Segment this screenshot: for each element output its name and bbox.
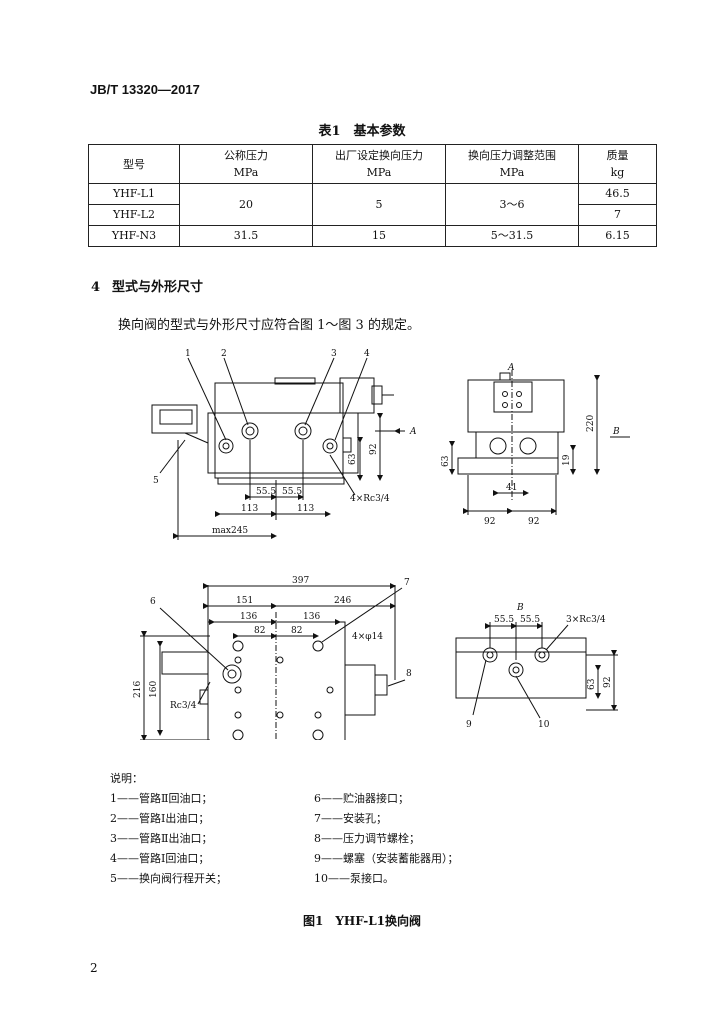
front-view [151,357,405,540]
cell-setting: 15 [312,225,446,247]
view-label-a: A [507,363,515,373]
dim-plan-port: Rc3/4 [170,701,197,711]
legend-item: 3——管路Ⅱ出油口； [110,832,213,845]
callout-8: 8 [406,669,412,679]
document-header: JB/T 13320—2017 [90,82,200,97]
section-title: 型式与外形尺寸 [112,280,204,295]
figure-caption: 图1 YHF-L1换向阀 [302,914,421,928]
dim-bview-a: 55.5 [494,615,514,625]
view-b [455,622,618,719]
valve-technical-drawing: 1 2 3 4 5 6 7 8 9 10 A B A B 55.5 55.5 1… [133,349,630,740]
dim-side-h3: 19 [562,454,572,466]
dim-front-ports: 4×Rc3/4 [350,494,390,504]
callout-7: 7 [404,578,410,588]
legend-item: 9——螺塞（安装蓄能器用）； [314,852,459,865]
cell-model: YHF-L1 [88,183,180,205]
page-number: 2 [90,961,98,975]
view-arrow-b: B [612,427,620,437]
dim-plan-h1: 216 [133,681,143,698]
legend-item: 7——安装孔； [314,812,387,825]
callout-9: 9 [466,720,472,730]
callout-5: 5 [153,476,159,486]
dim-side-h: 220 [586,415,596,432]
view-label-b: B [516,603,524,613]
legend-item: 8——压力调节螺栓； [314,832,420,845]
section-body: 换向阀的型式与外形尺寸应符合图 1～图 3 的规定。 [118,318,420,333]
legend-item: 2——管路Ⅰ出油口； [110,812,210,825]
cell-mass: 7 [578,204,657,226]
dim-front-h1: 63 [348,453,358,465]
dim-plan-total: 397 [292,576,309,586]
table-row: YHF-L1 20 5 3～6 46.5 [88,183,657,226]
dim-front-max: max245 [212,526,248,536]
dim-front-d3: 113 [241,504,258,514]
dim-plan-h2: 160 [149,681,159,698]
dim-plan-e: 82 [254,626,265,636]
cell-model: YHF-N3 [88,225,180,247]
dim-front-d2: 55.5 [282,487,302,497]
header-model: 型号 [88,144,180,184]
table-row: YHF-N3 31.5 15 5～31.5 6.15 [88,225,657,247]
dim-bview-b: 55.5 [520,615,540,625]
dim-side-w3: 92 [528,517,539,527]
cell-range: 5～31.5 [445,225,579,247]
legend-item: 5——换向阀行程开关； [110,872,227,885]
dim-plan-holes: 4×φ14 [352,632,383,642]
dim-side-w2: 92 [484,517,495,527]
callout-4: 4 [364,349,370,359]
legend-item: 4——管路Ⅰ回油口； [110,852,210,865]
dim-plan-b: 246 [334,596,351,606]
dim-plan-d: 136 [303,612,320,622]
cell-mass: 6.15 [578,225,657,247]
dim-side-w1: 41 [506,483,517,493]
side-view-a [449,370,630,515]
dim-plan-f: 82 [291,626,302,636]
cell-pressure: 20 [179,183,313,226]
callout-1: 1 [185,349,191,359]
legend-item: 1——管路Ⅱ回油口； [110,792,213,805]
legend-item: 6——贮油器接口； [314,792,409,805]
dim-front-h2: 92 [369,444,379,455]
dim-front-d4: 113 [297,504,314,514]
legend-item: 10——泵接口。 [314,872,394,885]
callout-2: 2 [221,349,227,359]
section-number: 4 [91,280,101,295]
callout-10: 10 [538,720,550,730]
dim-bview-h2: 92 [603,677,613,688]
callout-6: 6 [150,597,156,607]
dim-side-h2: 63 [441,455,451,467]
dim-plan-a: 151 [236,596,253,606]
section-heading: 4 型式与外形尺寸 [91,276,203,295]
callout-3: 3 [331,349,337,359]
view-arrow-a: A [409,427,417,437]
cell-setting: 5 [312,183,446,226]
cell-mass: 46.5 [578,183,657,205]
cell-model: YHF-L2 [88,204,180,226]
legend-title: 说明： [110,772,143,785]
dim-plan-c: 136 [240,612,257,622]
dim-front-d1: 55.5 [256,487,276,497]
dim-bview-ports: 3×Rc3/4 [566,615,606,625]
table-title: 表1 基本参数 [318,124,406,139]
cell-range: 3～6 [445,183,579,226]
cell-pressure: 31.5 [179,225,313,247]
dim-bview-h1: 63 [587,678,597,690]
plan-view [140,583,406,740]
